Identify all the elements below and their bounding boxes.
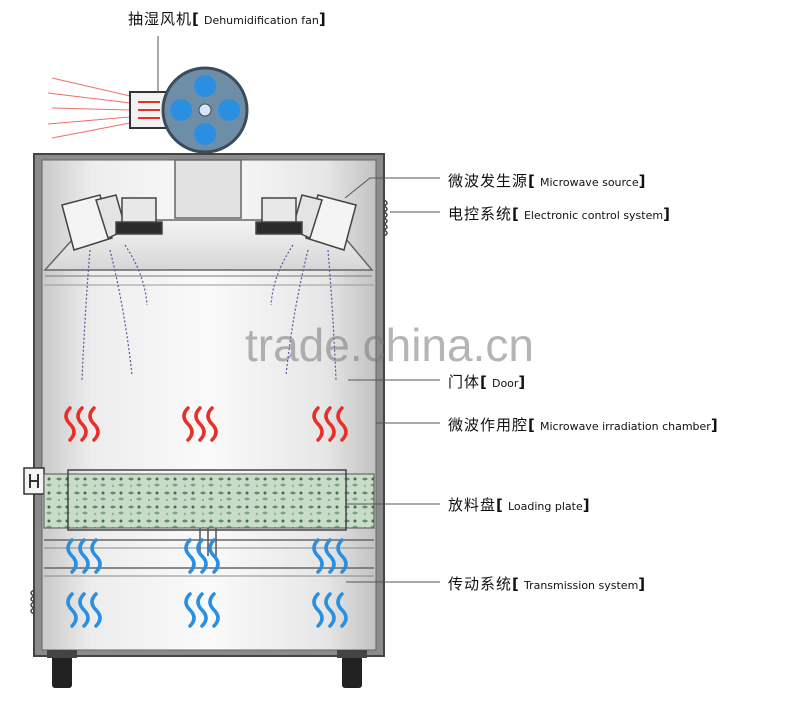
microwave-antennas: [81, 244, 337, 381]
label-transmission: 传动系统[ Transmission system]: [448, 575, 646, 593]
label-source-zh: 微波发生源: [448, 172, 529, 190]
label-control-en: Electronic control system: [523, 209, 664, 222]
label-chamber-en: Microwave irradiation chamber: [539, 420, 711, 433]
label-door: 门体[ Door]: [448, 373, 526, 391]
label-door-zh: 门体: [448, 373, 481, 391]
label-door-en: Door: [491, 377, 519, 390]
dehumidification-fan: [129, 66, 249, 154]
microwave-source-right: [255, 194, 357, 251]
label-chamber-zh: 微波作用腔: [448, 416, 529, 434]
label-plate: 放料盘[ Loading plate]: [448, 496, 590, 514]
exhaust-lines: [47, 77, 131, 139]
watermark: trade.china.cn: [245, 319, 534, 371]
microwave-source-left: [61, 194, 163, 251]
label-control-zh: 电控系统: [448, 205, 513, 223]
label-transmission-en: Transmission system: [523, 579, 639, 592]
loading-plate: [43, 469, 375, 556]
label-plate-en: Loading plate: [507, 500, 583, 513]
heat-waves: [64, 406, 348, 442]
leader-lines: [157, 36, 440, 583]
label-control: 电控系统[ Electronic control system]: [448, 205, 670, 223]
label-fan-zh: 抽湿风机: [128, 10, 193, 28]
label-source-en: Microwave source: [539, 176, 639, 189]
label-source: 微波发生源[ Microwave source]: [448, 172, 646, 190]
label-fan: 抽湿风机[ Dehumidification fan]: [128, 10, 326, 28]
label-plate-zh: 放料盘: [448, 496, 497, 514]
label-chamber: 微波作用腔[ Microwave irradiation chamber]: [448, 416, 718, 434]
label-transmission-zh: 传动系统: [448, 575, 513, 593]
cool-waves: [66, 538, 348, 628]
label-fan-en: Dehumidification fan: [203, 14, 319, 27]
